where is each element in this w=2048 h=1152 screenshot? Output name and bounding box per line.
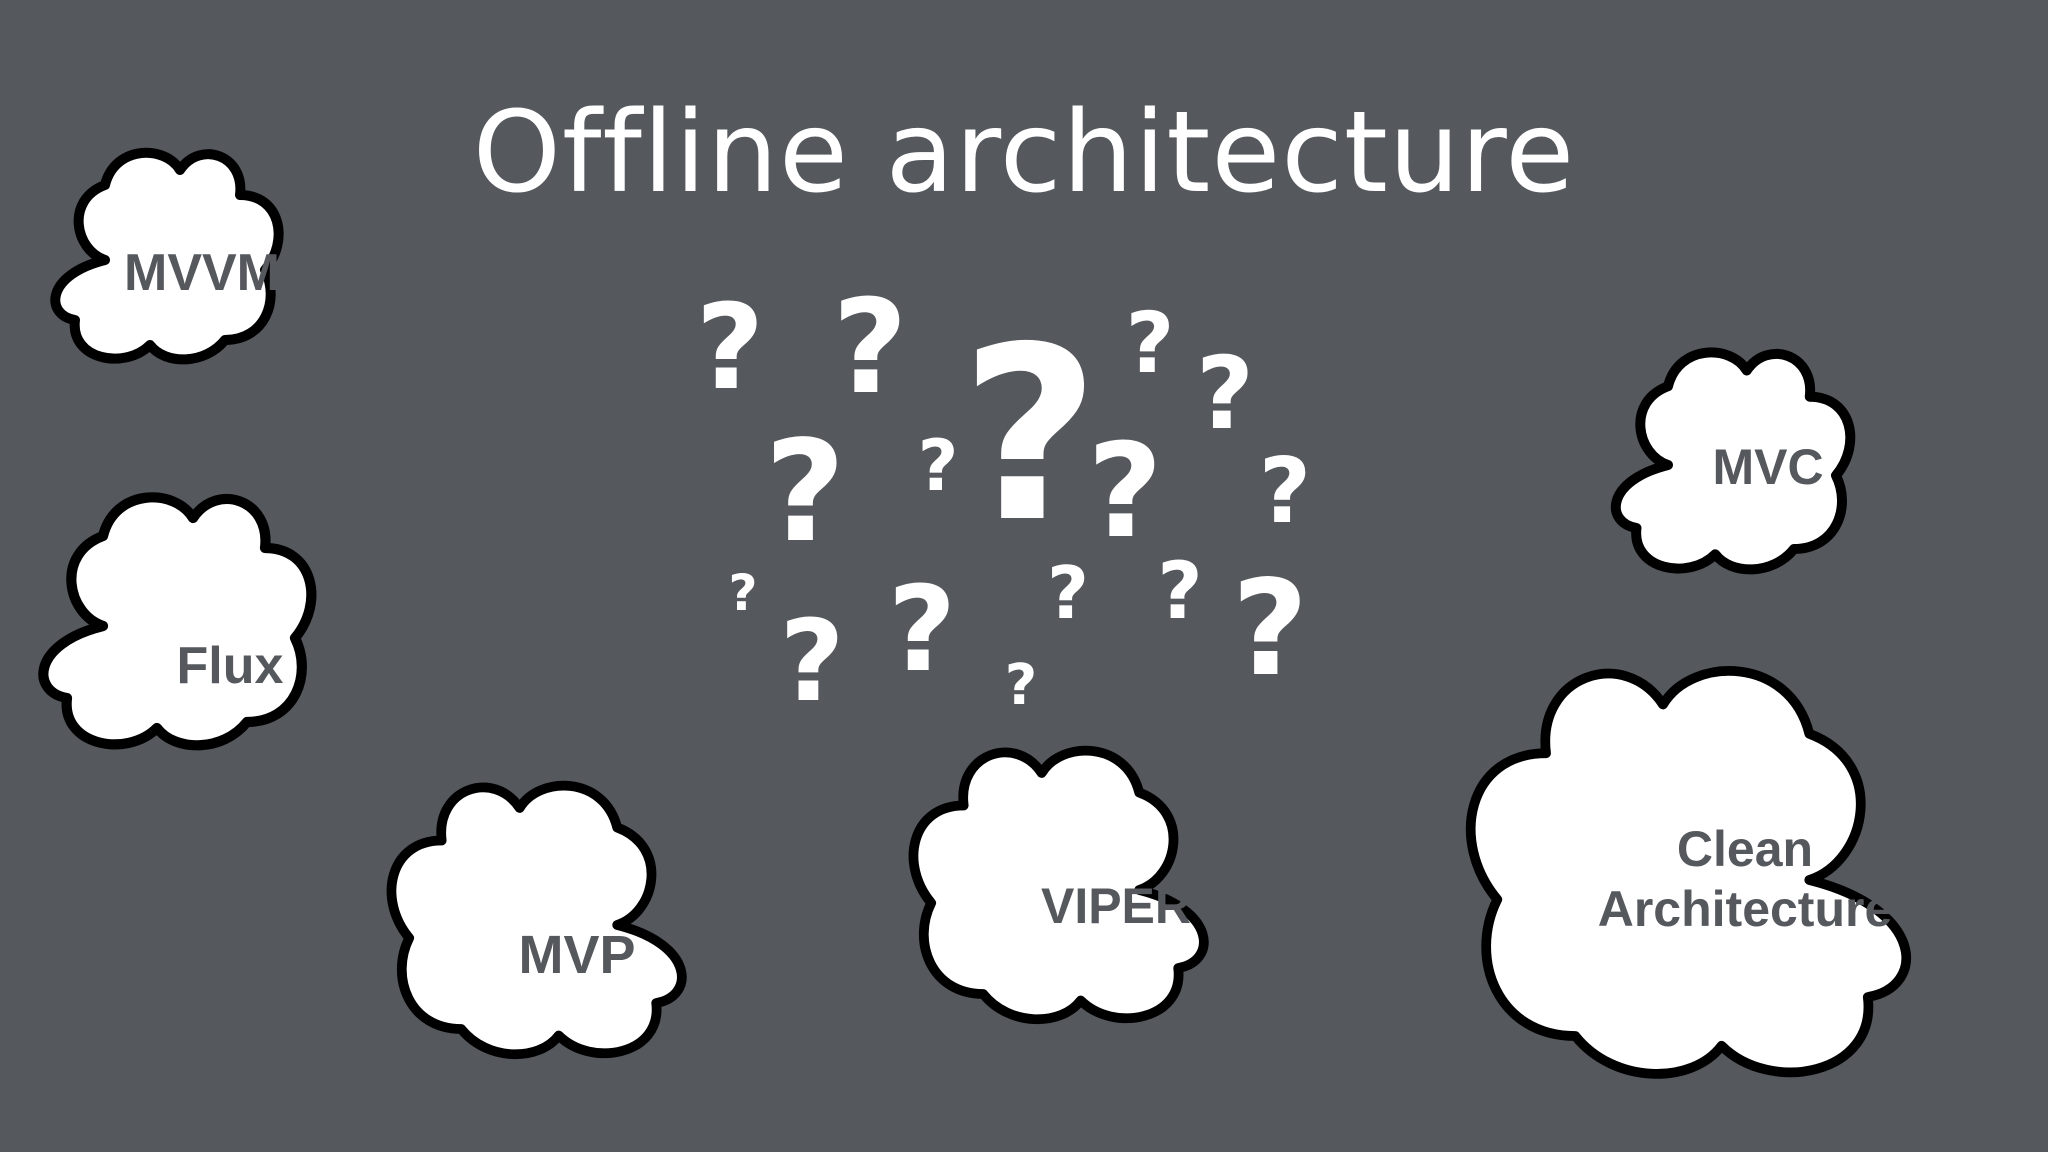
question-mark-icon: ? [1196, 335, 1254, 452]
question-marks: ? ? ? ? ? ? ? ? ? ? ? ? ? ? ? ? [696, 271, 1311, 727]
question-mark-icon: ? [1047, 551, 1089, 635]
question-mark-icon: ? [1087, 415, 1162, 567]
cloud-mvc: MVC [1616, 352, 1851, 569]
cloud-label-mvvm: MVVM [124, 244, 280, 302]
cloud-label-architecture: Architecture [1598, 881, 1893, 937]
question-mark-icon: ? [1126, 294, 1175, 392]
cloud-label-clean: Clean [1677, 821, 1813, 877]
cloud-flux: Flux [43, 497, 311, 745]
cloud-label-mvp: MVP [518, 925, 635, 985]
question-mark-icon: ? [728, 564, 757, 622]
slide-title: Offline architecture [472, 88, 1576, 218]
question-mark-icon: ? [888, 560, 956, 698]
question-mark-icon: ? [696, 278, 764, 416]
question-mark-icon: ? [1259, 439, 1311, 544]
cloud-mvvm: MVVM [55, 153, 280, 360]
cloud-label-flux: Flux [177, 637, 284, 695]
question-mark-icon: ? [764, 411, 845, 574]
cloud-label-mvc: MVC [1712, 439, 1823, 495]
question-mark-icon: ? [1157, 547, 1202, 637]
question-mark-icon: ? [832, 271, 907, 423]
cloud-label-viper: VIPER [1041, 878, 1191, 934]
cloud-clean-architecture: Clean Architecture [1471, 671, 1907, 1074]
question-mark-icon: ? [960, 295, 1099, 575]
question-mark-icon: ? [1232, 552, 1309, 706]
question-mark-icon: ? [1005, 653, 1037, 718]
cloud-mvp: MVP [391, 786, 681, 1055]
question-mark-icon: ? [780, 597, 845, 727]
cloud-viper: VIPER [913, 751, 1203, 1020]
question-mark-icon: ? [918, 425, 959, 507]
